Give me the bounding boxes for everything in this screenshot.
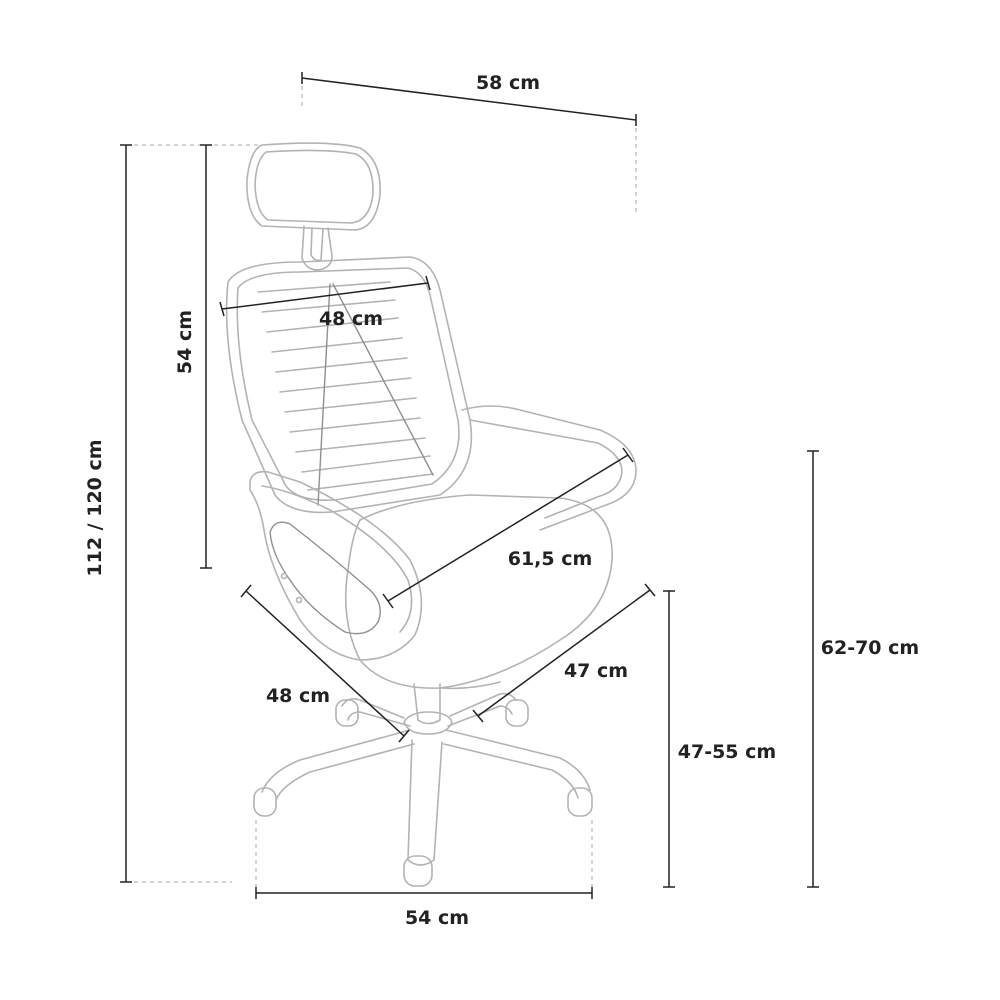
seat <box>344 494 613 690</box>
dim-line-seat-height <box>663 590 675 888</box>
label-armrest-height: 62-70 cm <box>821 637 919 659</box>
dim-line-top-width <box>301 72 637 126</box>
label-total-height: 112 / 120 cm <box>84 439 106 576</box>
label-base-width: 54 cm <box>405 907 469 929</box>
label-backrest-height: 54 cm <box>174 310 196 374</box>
label-seat-height: 47-55 cm <box>678 741 776 763</box>
dim-line-base-width <box>255 887 593 899</box>
dim-line-seat-width <box>472 583 656 723</box>
label-seat-width: 47 cm <box>564 660 628 682</box>
dim-line-backrest-width <box>219 275 431 317</box>
dimension-lines <box>120 72 819 899</box>
dim-line-backrest-height <box>200 144 212 569</box>
right-armrest <box>461 405 637 531</box>
dim-line-armrest-height <box>807 450 819 888</box>
label-armrest-width: 61,5 cm <box>508 548 593 570</box>
dim-line-armrest-width <box>382 447 634 609</box>
chair-illustration <box>225 142 637 887</box>
label-top-width: 58 cm <box>476 72 540 94</box>
extension-lines <box>126 78 637 892</box>
left-armrest <box>249 470 423 661</box>
chair-base <box>253 692 593 887</box>
headrest <box>246 142 381 271</box>
dim-line-total-height <box>120 144 132 883</box>
dim-line-seat-depth <box>240 584 410 743</box>
label-backrest-width: 48 cm <box>319 308 383 330</box>
backrest <box>225 256 473 514</box>
gas-lift <box>403 683 453 735</box>
label-seat-depth: 48 cm <box>266 685 330 707</box>
dimension-labels: 58 cm 48 cm 54 cm 112 / 120 cm 61,5 cm 4… <box>84 72 919 929</box>
